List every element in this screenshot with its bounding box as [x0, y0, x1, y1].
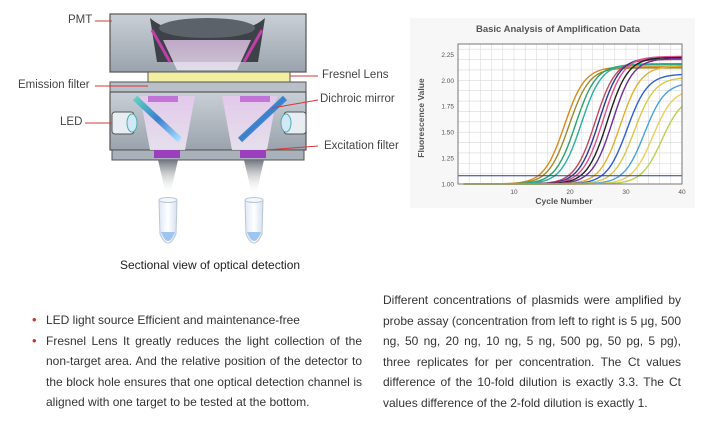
optical-detection-diagram: PMT Emission filter LED Fresnel Lens Dic…	[0, 0, 420, 285]
amplification-chart-svg: Basic Analysis of Amplification Data Cyc…	[410, 18, 695, 208]
optical-section-illustration	[85, 13, 319, 244]
pmt-light-ray-right	[242, 29, 264, 63]
chart-y-tick-label: 2.00	[441, 78, 454, 85]
left-dichroic-mirror	[132, 95, 183, 143]
left-led-lens	[126, 113, 138, 133]
feature-led: LED light source Efficient and maintenan…	[32, 310, 362, 331]
experiment-description: Different concentrations of plasmids wer…	[383, 293, 681, 410]
right-dichroic-mirror	[237, 95, 288, 143]
chart-y-axis-label: Fluorescence Value	[416, 78, 426, 158]
left-light-cone	[158, 160, 178, 195]
chart-y-tick-label: 2.25	[441, 52, 454, 59]
chart-x-tick-label: 10	[510, 189, 518, 196]
chart-y-tick-label: 1.50	[441, 130, 454, 137]
chart-x-tick-label: 20	[566, 189, 574, 196]
chart-x-axis-label: Cycle Number	[535, 196, 593, 206]
amplification-chart: Basic Analysis of Amplification Data Cyc…	[410, 18, 695, 208]
pmt-window	[159, 18, 255, 38]
right-led-lens	[280, 113, 292, 133]
chart-x-tick-label: 30	[622, 189, 630, 196]
right-excitation-filter	[240, 150, 266, 158]
chart-x-tick-label: 40	[678, 189, 686, 196]
base-plate	[111, 149, 305, 161]
feature-fresnel-lens: Fresnel Lens It greatly reduces the ligh…	[32, 331, 362, 413]
chart-title: Basic Analysis of Amplification Data	[476, 24, 641, 35]
right-light-cone	[244, 160, 264, 195]
chart-ticks: 10 20 30 40 1.00 1.25 1.50 1.75 2.00 2.25	[441, 52, 686, 196]
left-sample-tube	[158, 197, 178, 244]
diagram-caption: Sectional view of optical detection	[119, 258, 301, 272]
left-emission-filter	[148, 96, 178, 102]
leader-lines	[85, 20, 319, 151]
label-excitation-filter: Excitation filter	[324, 140, 399, 152]
chart-y-tick-label: 1.75	[441, 104, 454, 111]
chart-y-tick-label: 1.25	[441, 156, 454, 163]
chart-y-tick-label: 1.00	[441, 182, 454, 189]
right-sample-tube	[244, 197, 264, 244]
feature-list: LED light source Efficient and maintenan…	[32, 310, 362, 413]
lens-plate	[109, 81, 307, 93]
left-channel-beam	[140, 96, 195, 150]
label-emission-filter: Emission filter	[18, 79, 90, 91]
label-led: LED	[60, 116, 83, 128]
chart-plot-frame	[457, 43, 683, 185]
label-fresnel-lens: Fresnel Lens	[322, 69, 389, 81]
collected-light-beam	[163, 40, 251, 70]
leader-dichroic-mirror	[271, 99, 319, 109]
fresnel-lens	[147, 71, 291, 83]
left-excitation-filter	[154, 150, 180, 158]
label-dichroic-mirror: Dichroic mirror	[320, 93, 395, 105]
right-channel-beam	[222, 96, 277, 150]
pmt-light-ray-left	[150, 29, 172, 63]
label-pmt: PMT	[68, 14, 93, 26]
leader-excitation-filter	[265, 145, 319, 151]
right-emission-filter	[240, 96, 270, 102]
